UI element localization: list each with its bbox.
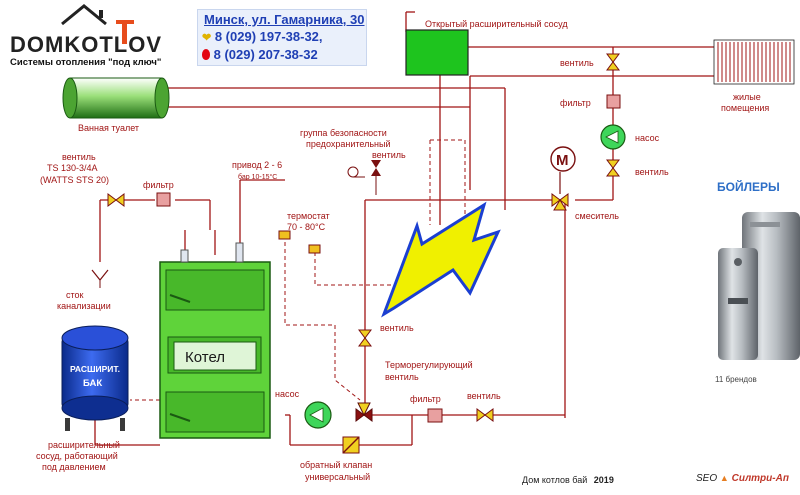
footer-site-name: Дом котлов бай: [522, 475, 588, 485]
safety-label-1: группа безопасности: [300, 128, 387, 138]
mixer-motor: M: [550, 146, 576, 194]
valve-ts-label-1: вентиль: [62, 152, 96, 162]
logo-tagline: Системы отопления "под ключ": [10, 57, 161, 68]
heart-icon: ❤: [202, 32, 212, 44]
filter-label-right: фильтр: [560, 98, 591, 108]
seo-leaf-icon: ▲: [719, 473, 729, 483]
thermostat-sensors: [278, 230, 321, 254]
contact-box: Минск, ул. Гамарника, 30 ❤ 8 (029) 197-3…: [197, 9, 367, 66]
safety-label-3: вентиль: [372, 150, 406, 160]
valve-label-right-mid: вентиль: [635, 167, 669, 177]
phone-1-row[interactable]: ❤ 8 (029) 197-38-32,: [202, 29, 323, 44]
radiator: жилые помещения: [713, 39, 795, 113]
thermostat-label-2: 70 - 80°С: [287, 222, 326, 232]
seo-brand: Силтри-Ап: [731, 473, 789, 484]
safety-label-2: предохранительный: [306, 139, 391, 149]
drain-label-1: сток: [66, 290, 84, 300]
pressure-tank: РАСШИРИТ. БАК расширительный сосуд, рабо…: [36, 325, 129, 472]
bath-label: Ванная туалет: [78, 123, 139, 133]
drain-label-2: канализации: [57, 301, 111, 311]
filters: [156, 94, 621, 423]
mts-egg-icon: [202, 49, 210, 60]
valve-ts-label-2: TS 130-3/4A: [47, 163, 98, 173]
valve-label-bottom-right: вентиль: [467, 391, 501, 401]
control-lines: [130, 139, 466, 401]
tank-label-2: БАК: [83, 378, 102, 389]
filter-label-left: фильтр: [143, 180, 174, 190]
seo-credit[interactable]: SEO ▲ Силтри-Ап: [696, 473, 789, 484]
tank-label-1: РАСШИРИТ.: [70, 364, 120, 374]
boiler-unit[interactable]: Котел: [159, 242, 271, 439]
seo-prefix: SEO: [696, 473, 718, 484]
valve-right-mid[interactable]: [606, 159, 620, 177]
logo[interactable]: DOMKOTLOV Системы отопления "под ключ": [10, 4, 162, 68]
valve-center[interactable]: [358, 329, 372, 347]
valve-bottom-right[interactable]: [476, 408, 494, 422]
address-link[interactable]: Минск, ул. Гамарника, 30: [204, 12, 365, 27]
drain: сток канализации: [57, 269, 111, 311]
mixer-valve[interactable]: [551, 193, 569, 211]
mixer-label: смеситель: [575, 211, 619, 221]
filter-right: [606, 94, 621, 109]
check-valve[interactable]: обратный клапан универсальный: [300, 436, 372, 482]
pump-bottom[interactable]: [304, 401, 332, 429]
logo-name: DOMKOTLOV: [10, 32, 162, 57]
living-label-1: жилые: [733, 92, 761, 102]
drive-label-2: бар 10-15°С: [238, 173, 277, 181]
footer-year: 2019: [593, 475, 614, 485]
vessel-label-1: расширительный: [48, 440, 120, 450]
thermo-valve-label-1: Терморегулирующий: [385, 360, 473, 370]
brands-caption: 11 брендов: [715, 375, 757, 384]
phone-2-row[interactable]: 8 (029) 207-38-32: [202, 47, 318, 62]
filter-label-bottom: фильтр: [410, 394, 441, 404]
safety-group: группа безопасности предохранительный ве…: [300, 128, 406, 195]
phone-2: 8 (029) 207-38-32: [213, 47, 318, 62]
valve-ts[interactable]: [107, 193, 125, 207]
filter-left: [156, 192, 171, 207]
pump-label-bottom: насос: [275, 389, 300, 399]
thermo-valve-label-2: вентиль: [385, 372, 419, 382]
vessel-label-2: сосуд, работающий: [36, 451, 118, 461]
scheme-labels: вентиль фильтр насос вентиль смеситель в…: [40, 58, 669, 404]
drive-label-1: привод 2 - 6: [232, 160, 282, 170]
motor-label: M: [556, 152, 569, 169]
valve-ts-label-3: (WATTS STS 20): [40, 175, 109, 185]
boiler-label: Котел: [185, 349, 225, 366]
thermostat-label-1: термостат: [287, 211, 330, 221]
pump-top[interactable]: [600, 124, 626, 150]
vessel-label-3: под давлением: [42, 462, 106, 472]
check-label-2: универсальный: [305, 472, 370, 482]
pointer-arrow: [381, 201, 501, 318]
check-label-1: обратный клапан: [300, 460, 372, 470]
filter-bottom: [427, 408, 443, 423]
boiler-photo: [718, 212, 800, 360]
boilers-title[interactable]: БОЙЛЕРЫ: [717, 180, 780, 194]
expansion-open-label: Открытый расширительный сосуд: [425, 19, 568, 29]
open-expansion-vessel: Открытый расширительный сосуд: [405, 19, 568, 76]
pump-label-top: насос: [635, 133, 660, 143]
phone-1: 8 (029) 197-38-32,: [214, 29, 323, 44]
living-label-2: помещения: [721, 103, 769, 113]
footer-site: Дом котлов бай 2019: [522, 475, 614, 485]
thermo-valve[interactable]: [355, 402, 373, 422]
valves: [107, 53, 620, 422]
valve-right-top[interactable]: [606, 53, 620, 71]
valve-label-right-top: вентиль: [560, 58, 594, 68]
logo-roof-icon: [61, 4, 107, 26]
bath-cylinder: Ванная туалет: [62, 77, 170, 133]
valve-label-center: вентиль: [380, 323, 414, 333]
